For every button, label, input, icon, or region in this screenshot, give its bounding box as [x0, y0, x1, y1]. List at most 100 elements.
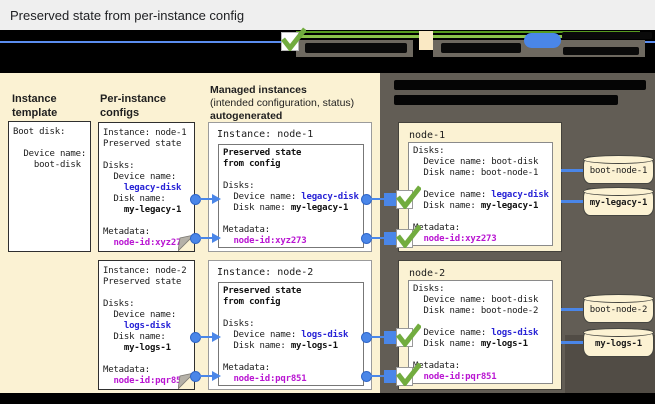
- code-line: Device name: logs-disk: [413, 328, 539, 338]
- applied-checkbox: [396, 224, 421, 248]
- code-line: logs-disk: [123, 321, 171, 331]
- disk-label: my-logs-1: [595, 339, 642, 349]
- code-line: Preserved state: [223, 148, 302, 158]
- code-line: Disk name:: [103, 194, 166, 204]
- code-line: Metadata:: [103, 365, 150, 375]
- code-line: Disk name: boot-node-2: [413, 306, 539, 316]
- code-line: boot-disk: [13, 160, 81, 170]
- code-line: [413, 179, 550, 190]
- connector-line: [195, 336, 214, 338]
- code-line: [103, 354, 190, 365]
- title-bar: Preserved state from per-instance config: [0, 0, 655, 30]
- code-line: Device name:: [13, 149, 87, 159]
- illegible-header-bar: [394, 95, 618, 105]
- code-line: Metadata:: [223, 225, 270, 235]
- applied-connector-line: [296, 35, 576, 38]
- connector-line: [367, 237, 387, 239]
- code-line: [413, 212, 550, 223]
- code-line: Disk name: my-logs-1: [223, 341, 338, 351]
- code-line: Boot disk:: [13, 127, 66, 137]
- code-line: [413, 350, 550, 361]
- code-line: Preserved state: [103, 277, 182, 287]
- code-line: Device name: logs-disk: [223, 330, 349, 340]
- illegible-text-bar: [441, 43, 521, 53]
- disk-label: boot-node-1: [589, 166, 648, 176]
- legend-band: [0, 27, 655, 73]
- disk-label: boot-node-2: [589, 305, 648, 315]
- disk-connector-line: [561, 200, 584, 203]
- code-line: my-legacy-1: [123, 205, 182, 215]
- instance-template-box: Boot disk: Device name: boot-disk: [8, 121, 91, 252]
- disk-cylinder-boot-node-1: boot-node-1: [583, 155, 654, 184]
- code-line: Metadata:: [103, 227, 150, 237]
- code-line: Disks:: [103, 161, 135, 171]
- code-line: [413, 317, 550, 328]
- reference-connector-line: [0, 41, 283, 43]
- code-line: [223, 214, 361, 225]
- illegible-text-bar: [563, 47, 639, 55]
- code-line: Preserved state: [103, 139, 182, 149]
- vm-state-box-node-1: Disks: Device name: boot-disk Disk name:…: [408, 142, 553, 246]
- code-line: node-id:xyz273: [113, 238, 187, 248]
- code-line: Device name: legacy-disk: [223, 192, 359, 202]
- code-line: node-id:pqr851: [233, 374, 307, 384]
- code-line: node-id:xyz273: [423, 234, 497, 244]
- code-line: Metadata:: [413, 223, 460, 233]
- connector-line: [195, 375, 214, 377]
- applied-checkbox: [396, 185, 421, 209]
- column-header-managed-instances: Managed instances (intended configuratio…: [210, 84, 355, 122]
- illegible-text-bar: [562, 32, 652, 39]
- disk-cylinder-boot-node-2: boot-node-2: [583, 294, 654, 323]
- code-line: [103, 216, 190, 227]
- connector-line: [195, 237, 214, 239]
- code-line: [223, 352, 361, 363]
- illegible-text-bar: [305, 43, 407, 53]
- code-line: Disks:: [413, 146, 445, 156]
- connector-line: [367, 336, 387, 338]
- code-line: from config: [223, 297, 281, 307]
- code-line: node-id:pqr851: [423, 372, 497, 382]
- code-line: Disks:: [223, 319, 255, 329]
- code-line: Disks:: [413, 284, 445, 294]
- code-line: [13, 138, 86, 149]
- connector-arrowhead-icon: [212, 233, 221, 243]
- code-line: from config: [223, 159, 281, 169]
- code-line: node-id:xyz273: [233, 236, 307, 246]
- connector-square: [384, 331, 397, 344]
- vm-state-box-node-2: Disks: Device name: boot-disk Disk name:…: [408, 280, 553, 384]
- code-line: Disk name: boot-node-1: [413, 168, 539, 178]
- disk-connector-line: [561, 169, 584, 172]
- code-line: Device name: legacy-disk: [413, 190, 549, 200]
- connector-line: [367, 198, 387, 200]
- code-line: Instance: node-1: [103, 128, 187, 138]
- code-line: Instance: node-2: [103, 266, 187, 276]
- code-line: [103, 150, 190, 161]
- code-line: Disk name:: [103, 332, 166, 342]
- code-line: my-logs-1: [123, 343, 171, 353]
- code-line: Device name: boot-disk: [413, 157, 539, 167]
- code-line: Disk name: my-legacy-1: [223, 203, 349, 213]
- code-line: Device name:: [103, 172, 177, 182]
- vm-instance-title: node-1: [409, 130, 446, 141]
- bottom-bar: [0, 393, 655, 404]
- connector-square: [384, 193, 397, 206]
- code-line: Metadata:: [223, 363, 270, 373]
- code-line: node-id:pqr851: [113, 376, 187, 386]
- connector-square: [384, 232, 397, 245]
- disk-label: my-legacy-1: [589, 198, 648, 208]
- disk-connector-line: [561, 308, 584, 311]
- connector-line: [195, 198, 214, 200]
- code-line: Metadata:: [413, 361, 460, 371]
- connector-arrowhead-icon: [212, 194, 221, 204]
- code-line: legacy-disk: [123, 183, 182, 193]
- illegible-header-bar: [394, 80, 646, 90]
- connector-line: [367, 375, 387, 377]
- applied-connector-line: [296, 31, 640, 33]
- code-line: [223, 170, 361, 181]
- code-line: Device name:: [103, 310, 177, 320]
- applied-checkbox: [396, 362, 421, 386]
- code-line: Disks:: [103, 299, 135, 309]
